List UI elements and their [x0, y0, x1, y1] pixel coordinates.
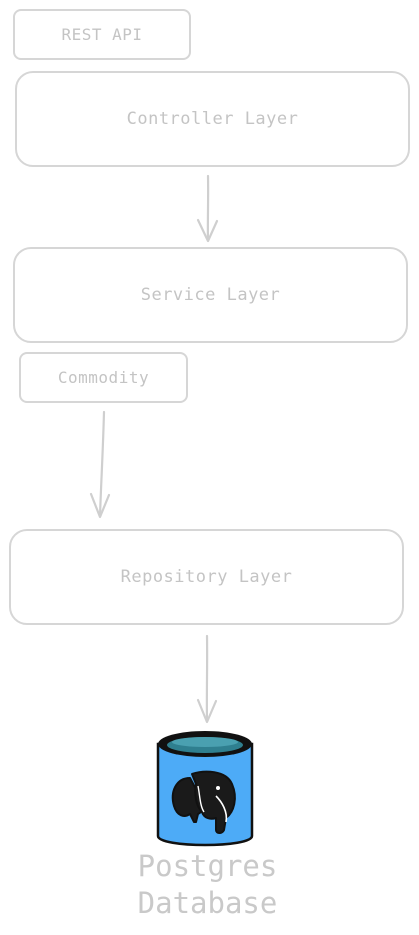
repository-layer-box: Repository Layer [9, 529, 404, 625]
service-layer-label: Service Layer [140, 285, 281, 305]
database-caption-line1: Postgres [137, 849, 278, 883]
rest-api-box: REST API [13, 9, 191, 60]
arrow-controller-to-service [196, 174, 219, 243]
arrow-commodity-to-repository [89, 410, 111, 519]
commodity-label: Commodity [57, 368, 150, 387]
controller-layer-label: Controller Layer [126, 109, 299, 129]
arrow-repository-to-database [196, 634, 218, 724]
repository-layer-label: Repository Layer [120, 567, 293, 587]
postgres-elephant-icon [171, 770, 236, 834]
service-layer-box: Service Layer [13, 247, 408, 343]
commodity-box: Commodity [19, 352, 188, 403]
controller-layer-box: Controller Layer [15, 71, 410, 167]
postgres-database-icon [156, 731, 254, 847]
database-caption-line2: Database [137, 886, 278, 920]
rest-api-label: REST API [61, 25, 143, 44]
